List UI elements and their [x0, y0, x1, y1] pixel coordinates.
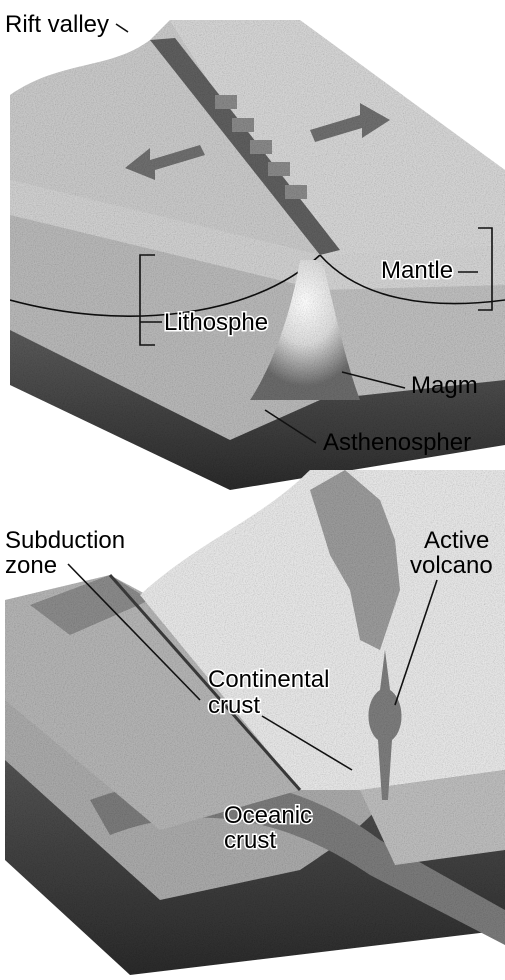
rift-valley-leader: [116, 24, 128, 32]
lithosphere-label: Lithosphe: [164, 309, 268, 336]
subduction-zone-label-line1: Subduction: [5, 527, 125, 554]
oceanic-crust-label-line1: Oceanic: [224, 802, 312, 829]
continental-crust-label-line2: crust: [208, 692, 260, 719]
active-volcano-label-line2: volcano: [410, 552, 493, 579]
continental-crust-label-line1: Continental: [208, 666, 329, 693]
asthenosphere-label: Asthenospher: [323, 429, 471, 456]
subduction-zone-label-line2: zone: [5, 552, 57, 579]
oceanic-crust-label-line2: crust: [224, 827, 276, 854]
divergent-boundary-block: [10, 20, 505, 490]
active-volcano-label-line1: Active: [424, 527, 489, 554]
magma-label: Magm: [411, 372, 478, 399]
rift-valley-label: Rift valley: [5, 11, 109, 38]
mantle-label: Mantle: [381, 257, 453, 284]
